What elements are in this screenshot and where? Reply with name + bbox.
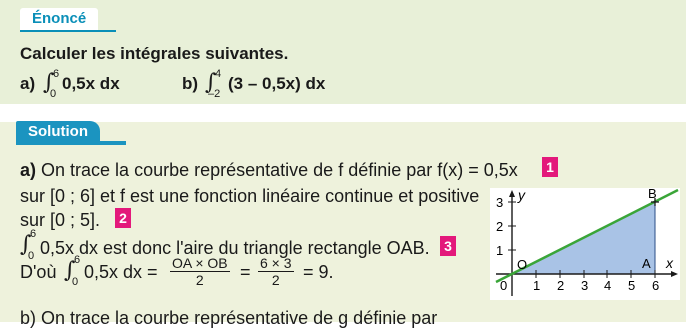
y-axis-label: y: [517, 188, 526, 203]
point-o-label: O: [517, 257, 527, 272]
line4-lower: 0: [28, 250, 35, 262]
y-tick-label: 1: [496, 243, 503, 258]
item-b-label: b): [182, 74, 199, 93]
item-a-upper: 6: [53, 68, 60, 80]
y-tick-label: 3: [496, 195, 503, 210]
solution-line-2: sur [0 ; 6] et f est une fonction linéai…: [20, 186, 480, 206]
y-ticks: [508, 201, 516, 251]
enonce-panel: [0, 0, 686, 104]
y-tick-label: 2: [496, 219, 503, 234]
integral-sign: ∫: [205, 70, 217, 95]
origin-label: 0: [500, 278, 507, 293]
marker-badge-1: 1: [542, 157, 558, 177]
function-curve: [495, 188, 679, 284]
solution-line-3: sur [0 ; 5].: [20, 210, 101, 230]
x-tick-label: 5: [628, 278, 635, 293]
x-axis-label: x: [665, 255, 674, 271]
marker-badge-3: 3: [440, 236, 456, 256]
x-tick-label: 4: [604, 278, 611, 293]
x-tick-label: 2: [557, 278, 564, 293]
item-a-label: a): [20, 74, 36, 93]
y-axis-arrow: [509, 190, 515, 197]
item-b-integrand: (3 – 0,5x) dx: [228, 74, 326, 93]
x-tick-label: 3: [581, 278, 588, 293]
line5-integrand: 0,5x dx =: [84, 262, 158, 282]
line5-upper: 6: [74, 254, 81, 266]
integral-sign: ∫: [43, 70, 55, 95]
integral-sign: ∫: [20, 232, 32, 257]
solution-line-5: D'où: [20, 262, 57, 282]
line5-result: = 9.: [303, 262, 334, 282]
x-tick-label: 1: [533, 278, 540, 293]
x-tick-label: 6: [652, 278, 659, 293]
integral-sign: ∫: [64, 258, 76, 283]
line4-upper: 6: [30, 228, 37, 240]
item-a-lower: 0: [50, 88, 57, 100]
solution-line-6-partial: b) On trace la courbe représentative de …: [20, 308, 438, 328]
point-b-marker: [651, 198, 659, 206]
item-b-upper: 4: [215, 68, 222, 80]
solution-tab: Solution: [16, 121, 100, 143]
point-b-label: B: [648, 188, 657, 201]
x-ticks: [535, 270, 656, 278]
triangle-graph: 1 2 3 4 5 6 0 1 2 3 x y O A B: [490, 188, 680, 300]
solution-line-4: 0,5x dx est donc l'aire du triangle rect…: [40, 238, 430, 258]
x-axis-arrow: [671, 271, 678, 277]
line5-lower: 0: [72, 276, 79, 288]
marker-badge-2: 2: [115, 208, 131, 228]
equals-sign: =: [240, 262, 251, 282]
solution-tab-underline: [16, 141, 126, 145]
enonce-underline: [20, 30, 116, 32]
instruction-text: Calculer les intégrales suivantes.: [20, 44, 289, 63]
item-b-lower: –2: [208, 88, 221, 100]
point-a-label: A: [642, 256, 651, 271]
enonce-tab: Énoncé: [20, 8, 99, 30]
item-a-integrand: 0,5x dx: [62, 74, 120, 93]
solution-line-1: a) On trace la courbe représentative de …: [20, 160, 518, 180]
